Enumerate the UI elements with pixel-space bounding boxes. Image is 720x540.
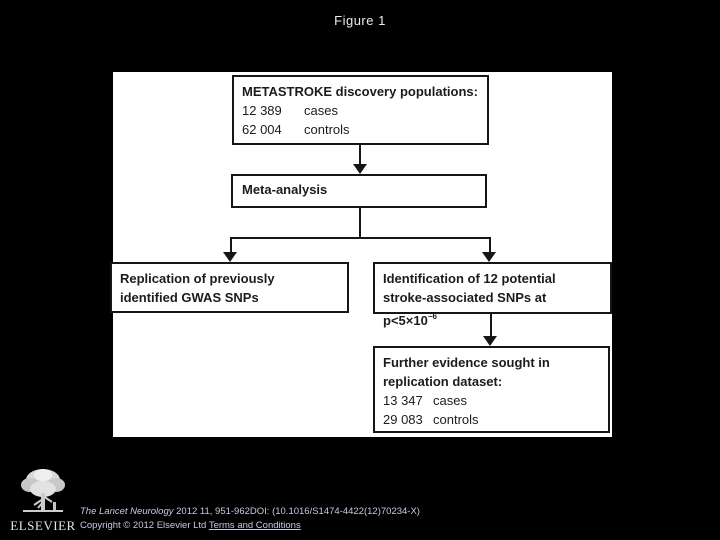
elsevier-wordmark: ELSEVIER — [10, 518, 76, 533]
flowchart-box-discovery: METASTROKE discovery populations: 12 389… — [232, 75, 489, 145]
further-cases-value: 13 347 — [383, 393, 423, 408]
connector-line — [489, 237, 491, 254]
arrow-down-icon — [483, 336, 497, 346]
figure-title: Figure 1 — [334, 13, 386, 28]
arrow-down-icon — [353, 164, 367, 174]
further-row-controls: 29 083 controls — [383, 410, 600, 429]
meta-analysis-label: Meta-analysis — [242, 182, 328, 197]
discovery-cases-value: 12 389 — [242, 103, 282, 118]
identification-line2: stroke-associated SNPs at p<5×10−6 — [383, 290, 547, 328]
arrow-down-icon — [482, 252, 496, 262]
discovery-row-cases: 12 389 cases — [242, 101, 479, 120]
connector-line — [359, 145, 361, 166]
further-row-cases: 13 347 cases — [383, 391, 600, 410]
connector-line — [230, 237, 232, 254]
p-value-exponent: −6 — [427, 312, 437, 321]
identification-line1: Identification of 12 potential — [383, 271, 556, 286]
discovery-controls-label: controls — [304, 122, 350, 137]
copyright-text: Copyright © 2012 Elsevier Ltd — [80, 520, 209, 531]
connector-line — [230, 237, 491, 239]
discovery-controls-value: 62 004 — [242, 122, 282, 137]
arrow-down-icon — [223, 252, 237, 262]
further-controls-label: controls — [433, 412, 479, 427]
discovery-cases-label: cases — [304, 103, 338, 118]
terms-and-conditions-link[interactable]: Terms and Conditions — [208, 520, 301, 531]
discovery-row-controls: 62 004 controls — [242, 120, 479, 139]
flowchart-box-replication: Replication of previously identified GWA… — [110, 262, 349, 313]
journal-name: The Lancet Neurology — [80, 506, 174, 517]
discovery-heading: METASTROKE discovery populations: — [242, 84, 478, 99]
replication-line1: Replication of previously — [120, 271, 275, 286]
citation-line: The Lancet Neurology 2012 11, 951-962DOI… — [80, 506, 420, 517]
further-heading-line2: replication dataset: — [383, 374, 503, 389]
elsevier-tree-icon — [21, 469, 65, 512]
connector-line — [359, 208, 361, 239]
further-heading-line1: Further evidence sought in — [383, 355, 550, 370]
replication-line2: identified GWAS SNPs — [120, 290, 259, 305]
further-controls-value: 29 083 — [383, 412, 423, 427]
copyright-line: Copyright © 2012 Elsevier Ltd Terms and … — [80, 520, 301, 531]
figure-panel: METASTROKE discovery populations: 12 389… — [110, 72, 612, 437]
further-cases-label: cases — [433, 393, 467, 408]
flowchart-box-identification: Identification of 12 potential stroke-as… — [373, 262, 612, 328]
elsevier-logo: ELSEVIER — [6, 466, 80, 534]
flowchart-box-further-evidence: Further evidence sought in replication d… — [373, 346, 610, 433]
citation-text: 2012 11, 951-962DOI: (10.1016/S1474-4422… — [173, 506, 420, 517]
connector-line — [490, 314, 492, 338]
flowchart-box-meta-analysis: Meta-analysis — [231, 174, 487, 208]
